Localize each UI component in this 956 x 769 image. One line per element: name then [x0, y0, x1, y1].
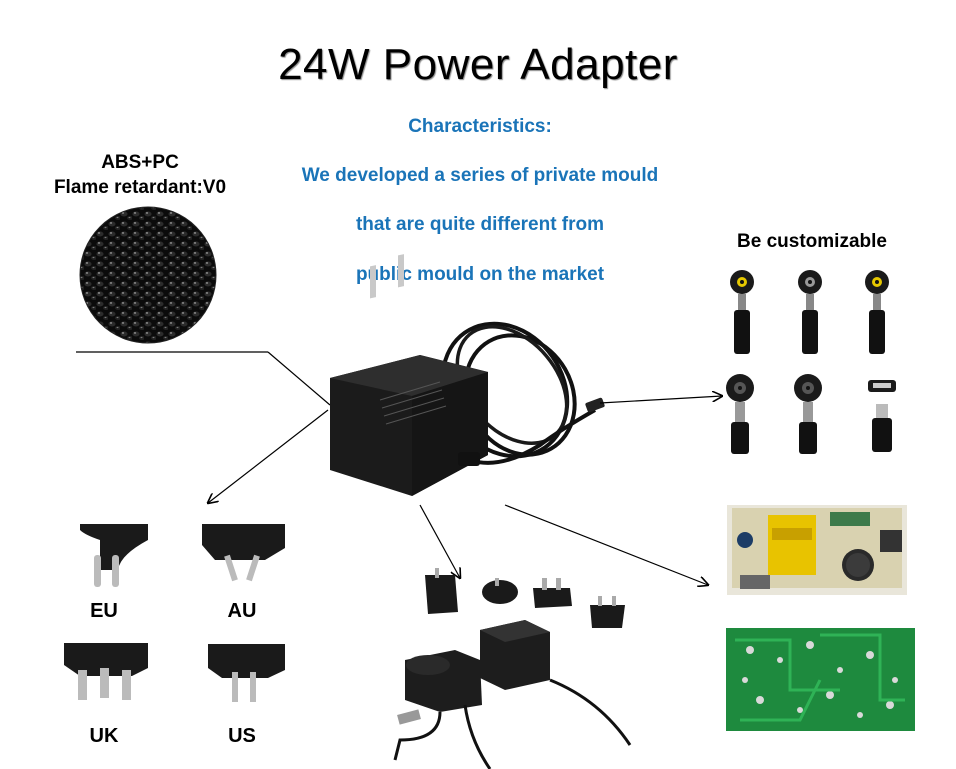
plug-label-eu: EU	[90, 600, 118, 622]
power-adapter-image	[330, 254, 605, 496]
pcb-component-side-image	[727, 505, 907, 595]
dc-connectors-image	[726, 270, 896, 454]
material-label: ABS+PC	[101, 152, 179, 173]
page-title: 24W Power Adapter	[278, 40, 678, 89]
plug-uk-icon	[64, 643, 148, 700]
characteristics-line-3: public mould on the market	[355, 264, 605, 285]
customizable-label: Be customizable	[737, 231, 887, 252]
interchangeable-adapter-image	[393, 568, 632, 769]
characteristics-line-2: that are quite different from	[355, 214, 605, 235]
characteristics-heading: Characteristics:	[408, 116, 552, 137]
characteristics-line-1: We developed a series of private mould	[301, 165, 659, 186]
plug-au-icon	[202, 524, 285, 582]
plug-label-au: AU	[227, 600, 257, 622]
plug-label-us: US	[228, 725, 256, 747]
flame-retardant-label: Flame retardant:V0	[53, 177, 227, 198]
abs-pc-granules-image	[79, 206, 217, 344]
pcb-solder-side-image	[726, 628, 915, 731]
plug-label-uk: UK	[89, 725, 119, 747]
plug-us-icon	[208, 644, 285, 702]
plug-eu-icon	[80, 524, 148, 592]
